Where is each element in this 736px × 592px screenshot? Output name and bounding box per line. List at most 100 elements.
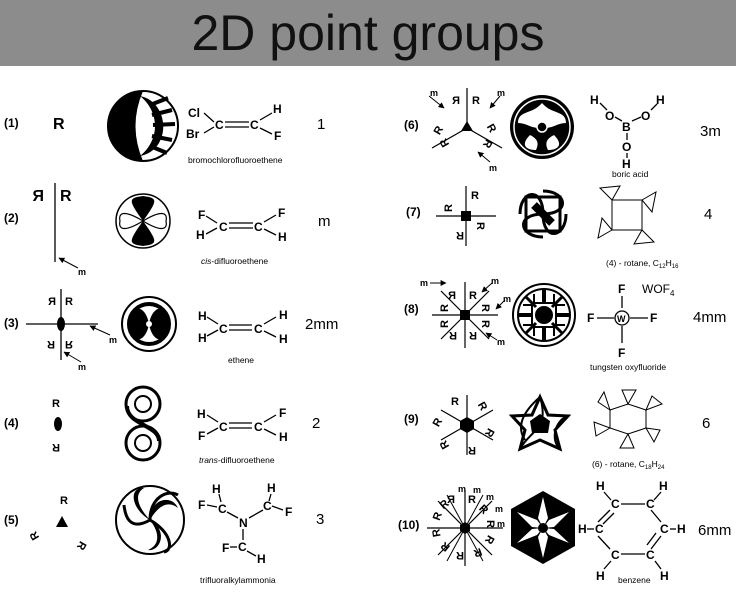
svg-text:F: F	[587, 311, 594, 325]
ornament-5-icon	[115, 485, 185, 555]
svg-text:R: R	[469, 329, 477, 341]
svg-text:C: C	[646, 548, 655, 562]
svg-text:H: H	[622, 157, 631, 171]
svg-text:H: H	[578, 522, 587, 536]
svg-text:H: H	[677, 522, 686, 536]
four-mirror-diagram: R R R R R R R R m m m m	[420, 276, 511, 348]
svg-text:R: R	[431, 416, 445, 429]
svg-text:m: m	[497, 519, 505, 529]
row-label: (7)	[406, 205, 421, 219]
ornament-3-icon	[121, 296, 177, 352]
molecule-4-structure: H F C C F H	[197, 406, 288, 444]
point-group-symbol: 6mm	[698, 522, 731, 539]
molecule-name: (4) - rotane, C12H16	[606, 258, 679, 270]
svg-text:R: R	[447, 494, 455, 506]
svg-text:R: R	[65, 338, 73, 350]
svg-text:O: O	[641, 109, 650, 123]
svg-text:C: C	[215, 118, 224, 132]
svg-text:H: H	[273, 102, 282, 116]
molecule-name: trifluoralkylammonia	[200, 575, 276, 585]
svg-text:F: F	[198, 429, 205, 443]
svg-text:C: C	[611, 497, 620, 511]
two-fold-axis-icon	[54, 417, 62, 431]
svg-text:C: C	[250, 118, 259, 132]
molecule-name: (6) - rotane, C18H24	[592, 459, 665, 471]
motif-r: R	[32, 188, 44, 205]
svg-text:H: H	[279, 308, 288, 322]
row-10: (10) R R R R R R R R R R R m m m m m	[398, 479, 731, 585]
svg-text:R: R	[449, 329, 457, 341]
row-label: (4)	[4, 416, 19, 430]
svg-text:C: C	[219, 220, 228, 234]
three-fold-axis-icon	[56, 516, 68, 527]
svg-text:F: F	[198, 498, 205, 512]
molecule-2-structure: F H C C F H	[196, 206, 287, 244]
svg-text:O: O	[605, 109, 614, 123]
row-label: (9)	[404, 412, 419, 426]
svg-text:m: m	[430, 88, 438, 98]
svg-text:R: R	[484, 122, 498, 135]
point-group-symbol: 3m	[700, 123, 721, 140]
row-label: (6)	[404, 118, 419, 132]
svg-text:R: R	[479, 320, 491, 328]
ornament-8-icon	[512, 283, 576, 347]
svg-text:H: H	[660, 569, 669, 583]
svg-text:m: m	[489, 163, 497, 173]
svg-text:H: H	[197, 407, 206, 421]
svg-text:R: R	[74, 539, 88, 552]
row-2: (2) R R m F H C C F H cis-difluoroethene	[4, 183, 331, 277]
three-mirror-diagram: R R R R R R m m m	[428, 88, 505, 173]
svg-text:C: C	[611, 548, 620, 562]
row-1: (1) R Cl Br C C H F bromochlorofluoroeth…	[4, 90, 325, 165]
point-group-symbol: 1	[317, 116, 325, 133]
molecule-name: bromochlorofluoroethene	[188, 155, 283, 165]
svg-text:R: R	[443, 204, 455, 212]
mirror-label: m	[78, 267, 86, 277]
molecule-name: trans-difluoroethene	[199, 455, 275, 465]
benzene-structure: H C C H H C C H C C H H	[578, 479, 686, 583]
svg-text:H: H	[596, 479, 605, 493]
point-group-symbol: 2	[312, 415, 320, 432]
svg-text:Cl: Cl	[188, 106, 200, 120]
svg-text:H: H	[279, 430, 288, 444]
six-mirror-diagram: R R R R R R R R R R R m m m m m	[427, 484, 505, 566]
point-group-symbol: 2mm	[305, 316, 338, 333]
svg-text:R: R	[479, 304, 491, 312]
svg-text:R: R	[472, 95, 480, 107]
row-4: (4) R R H F C C F H trans-difluoroethene…	[4, 385, 320, 465]
svg-text:R: R	[451, 396, 459, 408]
svg-text:m: m	[503, 294, 511, 304]
svg-text:H: H	[267, 481, 276, 495]
svg-text:R: R	[60, 495, 68, 507]
svg-text:R: R	[430, 528, 443, 538]
svg-text:R: R	[456, 229, 464, 241]
svg-text:R: R	[439, 539, 453, 553]
svg-text:R: R	[468, 444, 476, 456]
four-fold-diagram: R R R R	[436, 186, 496, 246]
two-fold-axis-icon	[57, 317, 65, 331]
rotane-4-structure	[597, 185, 657, 245]
svg-text:R: R	[484, 520, 496, 528]
svg-text:F: F	[279, 406, 286, 420]
row-5: (5) R R R H F C N C H F C F	[4, 481, 324, 585]
row-label: (3)	[4, 316, 19, 330]
svg-text:R: R	[431, 511, 445, 523]
row-label: (5)	[4, 513, 19, 527]
chemical-formula: WOF4	[642, 282, 675, 298]
row-9: (9) R R R R R R (6) - rotane, C1	[404, 389, 710, 471]
svg-text:R: R	[439, 304, 451, 312]
ornament-7-icon	[518, 189, 568, 239]
rotane-6-structure	[593, 389, 663, 449]
svg-text:R: R	[482, 533, 496, 546]
molecule-name: benzene	[618, 575, 651, 585]
svg-text:R: R	[475, 400, 489, 413]
svg-text:m: m	[486, 492, 494, 502]
svg-text:H: H	[596, 569, 605, 583]
svg-text:F: F	[222, 541, 229, 555]
point-group-symbol: 3	[316, 511, 324, 528]
svg-text:H: H	[590, 93, 599, 107]
ornament-10-icon	[511, 491, 575, 564]
molecule-3-structure: H H C C H H	[198, 308, 288, 346]
molecule-5-structure: H F C N C H F C F H	[198, 481, 292, 566]
row-8: (8) R R R R R R R R m m m m	[404, 276, 726, 372]
